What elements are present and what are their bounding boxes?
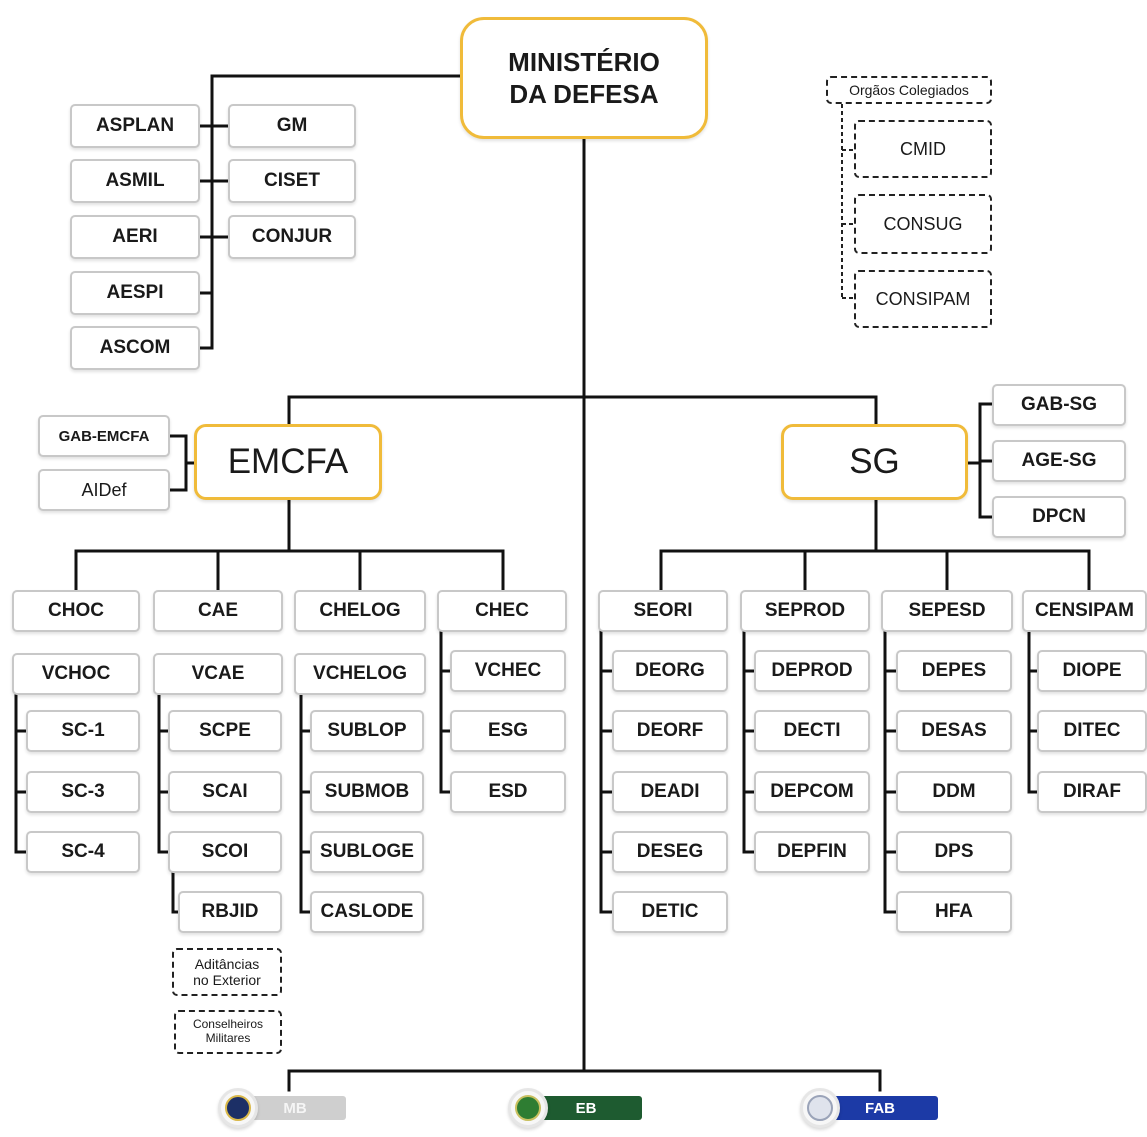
esg-node[interactable]: ESG: [450, 710, 566, 752]
censipam-node[interactable]: CENSIPAM: [1022, 590, 1147, 632]
aditancias-line-2: no Exterior: [193, 972, 261, 988]
deseg-node[interactable]: DESEG: [612, 831, 728, 873]
hfa-node[interactable]: HFA: [896, 891, 1012, 933]
decti-node[interactable]: DECTI: [754, 710, 870, 752]
ministry-title-line-1: MINISTÉRIO: [508, 46, 660, 77]
sg-node[interactable]: SG: [781, 424, 968, 500]
eb-label[interactable]: EB: [530, 1096, 642, 1120]
deprod-node[interactable]: DEPROD: [754, 650, 870, 692]
submob-node[interactable]: SUBMOB: [310, 771, 424, 813]
chec-node[interactable]: CHEC: [437, 590, 567, 632]
aespi-node[interactable]: AESPI: [70, 271, 200, 315]
scai-node[interactable]: SCAI: [168, 771, 282, 813]
scoi-node[interactable]: SCOI: [168, 831, 282, 873]
cae-node[interactable]: CAE: [153, 590, 283, 632]
army-emblem-icon: [508, 1088, 548, 1128]
vchec-node[interactable]: VCHEC: [450, 650, 566, 692]
depes-node[interactable]: DEPES: [896, 650, 1012, 692]
dpcn-node[interactable]: DPCN: [992, 496, 1126, 538]
gab-emcfa-node[interactable]: GAB-EMCFA: [38, 415, 170, 457]
navy-emblem-icon: [218, 1088, 258, 1128]
sc-3-node[interactable]: SC-3: [26, 771, 140, 813]
detic-node[interactable]: DETIC: [612, 891, 728, 933]
asplan-node[interactable]: ASPLAN: [70, 104, 200, 148]
ministry-title-line-2: DA DEFESA: [509, 79, 659, 109]
conselheiros-note[interactable]: Conselheiros Militares: [174, 1010, 282, 1054]
ciset-node[interactable]: CISET: [228, 159, 356, 203]
choc-node[interactable]: CHOC: [12, 590, 140, 632]
aditancias-line-1: Aditâncias: [194, 955, 260, 972]
rbjid-node[interactable]: RBJID: [178, 891, 282, 933]
age-sg-node[interactable]: AGE-SG: [992, 440, 1126, 482]
sc-1-node[interactable]: SC-1: [26, 710, 140, 752]
gab-sg-node[interactable]: GAB-SG: [992, 384, 1126, 426]
caslode-node[interactable]: CASLODE: [310, 891, 424, 933]
conjur-node[interactable]: CONJUR: [228, 215, 356, 259]
depfin-node[interactable]: DEPFIN: [754, 831, 870, 873]
gm-node[interactable]: GM: [228, 104, 356, 148]
cmid-node[interactable]: CMID: [854, 120, 992, 178]
esd-node[interactable]: ESD: [450, 771, 566, 813]
chelog-node[interactable]: CHELOG: [294, 590, 426, 632]
seori-node[interactable]: SEORI: [598, 590, 728, 632]
air-force-emblem-icon: [800, 1088, 840, 1128]
ascom-node[interactable]: ASCOM: [70, 326, 200, 370]
consug-node[interactable]: CONSUG: [854, 194, 992, 254]
ministerio-da-defesa-node[interactable]: MINISTÉRIO DA DEFESA: [460, 17, 708, 139]
deadi-node[interactable]: DEADI: [612, 771, 728, 813]
deorg-node[interactable]: DEORG: [612, 650, 728, 692]
seprod-node[interactable]: SEPROD: [740, 590, 870, 632]
desas-node[interactable]: DESAS: [896, 710, 1012, 752]
conselheiros-line-1: Conselheiros: [192, 1017, 264, 1032]
consipam-node[interactable]: CONSIPAM: [854, 270, 992, 328]
colegiados-title: Orgãos Colegiados: [826, 76, 992, 104]
scpe-node[interactable]: SCPE: [168, 710, 282, 752]
diraf-node[interactable]: DIRAF: [1037, 771, 1147, 813]
asmil-node[interactable]: ASMIL: [70, 159, 200, 203]
fab-label[interactable]: FAB: [822, 1096, 938, 1120]
deorf-node[interactable]: DEORF: [612, 710, 728, 752]
dps-node[interactable]: DPS: [896, 831, 1012, 873]
conselheiros-line-2: Militares: [205, 1031, 251, 1045]
vchoc-node[interactable]: VCHOC: [12, 653, 140, 695]
aeri-node[interactable]: AERI: [70, 215, 200, 259]
ddm-node[interactable]: DDM: [896, 771, 1012, 813]
sc-4-node[interactable]: SC-4: [26, 831, 140, 873]
sublop-node[interactable]: SUBLOP: [310, 710, 424, 752]
vcae-node[interactable]: VCAE: [153, 653, 283, 695]
vchelog-node[interactable]: VCHELOG: [294, 653, 426, 695]
diope-node[interactable]: DIOPE: [1037, 650, 1147, 692]
ditec-node[interactable]: DITEC: [1037, 710, 1147, 752]
aidef-node[interactable]: AIDef: [38, 469, 170, 511]
emcfa-node[interactable]: EMCFA: [194, 424, 382, 500]
subloge-node[interactable]: SUBLOGE: [310, 831, 424, 873]
sepesd-node[interactable]: SEPESD: [881, 590, 1013, 632]
mb-label[interactable]: MB: [244, 1096, 346, 1120]
aditancias-note[interactable]: Aditâncias no Exterior: [172, 948, 282, 996]
depcom-node[interactable]: DEPCOM: [754, 771, 870, 813]
